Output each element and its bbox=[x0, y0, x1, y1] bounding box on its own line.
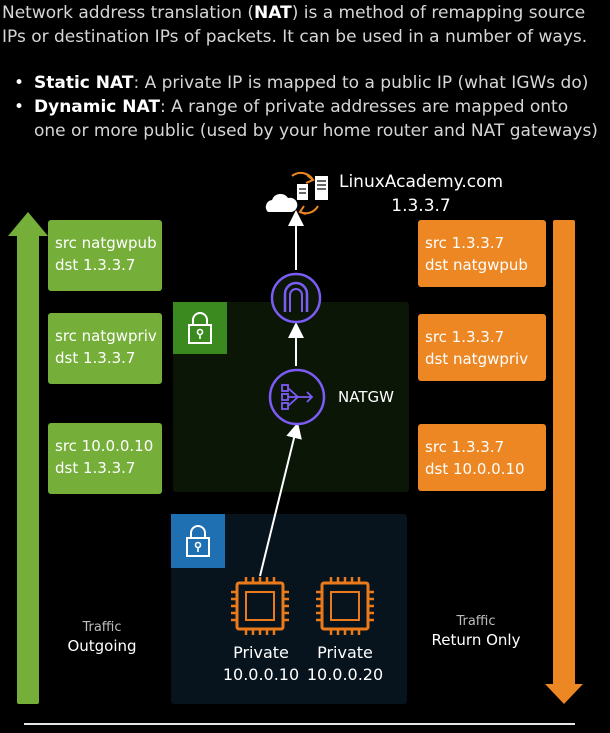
packet-src: src 10.0.0.10 bbox=[55, 437, 154, 455]
bullet-text: : A private IP is mapped to a public IP … bbox=[133, 73, 589, 93]
outgoing-caption-small: Traffic bbox=[82, 620, 122, 635]
outgoing-packet: src natgwpub dst 1.3.3.7 bbox=[48, 220, 162, 291]
site-name: LinuxAcademy.com bbox=[338, 172, 504, 192]
bullet-icon: • bbox=[14, 73, 25, 93]
list-item: • Static NAT: A private IP is mapped to a… bbox=[12, 71, 604, 95]
packet-src: src natgwpriv bbox=[55, 327, 157, 345]
packet-dst: dst natgwpriv bbox=[425, 350, 529, 368]
return-packet: src 1.3.3.7 dst natgwpub bbox=[418, 220, 546, 287]
internet-server-icon bbox=[265, 171, 328, 215]
intro-paragraph: Network address translation (NAT) is a m… bbox=[2, 1, 606, 49]
instance-ip: 10.0.0.10 bbox=[222, 665, 300, 684]
instance-label: Private 10.0.0.20 bbox=[300, 642, 390, 686]
return-packet: src 1.3.3.7 dst 10.0.0.10 bbox=[418, 424, 546, 491]
bullet-text: : A range of private addresses are mappe… bbox=[34, 97, 598, 141]
outgoing-caption-main: Outgoing bbox=[67, 637, 137, 655]
bullet-icon: • bbox=[14, 97, 25, 117]
instance-ip: 10.0.0.20 bbox=[306, 665, 384, 684]
internet-gateway-icon bbox=[270, 272, 322, 324]
return-caption-small: Traffic bbox=[456, 614, 496, 629]
public-subnet-lock-icon bbox=[173, 302, 227, 354]
return-caption: Traffic Return Only bbox=[421, 614, 531, 651]
intro-text-1: Network address translation ( bbox=[2, 3, 255, 23]
packet-src: src 1.3.3.7 bbox=[425, 234, 505, 252]
packet-dst: dst natgwpub bbox=[425, 256, 528, 274]
packet-dst: dst 1.3.3.7 bbox=[55, 349, 136, 367]
nat-types-list: • Static NAT: A private IP is mapped to a… bbox=[12, 71, 604, 143]
packet-dst: dst 1.3.3.7 bbox=[55, 459, 136, 477]
packet-src: src natgwpub bbox=[55, 234, 157, 252]
intro-nat-term: NAT bbox=[254, 3, 292, 23]
list-item: • Dynamic NAT: A range of private address… bbox=[12, 95, 604, 143]
outgoing-caption: Traffic Outgoing bbox=[52, 620, 152, 657]
instance-name: Private bbox=[317, 643, 373, 662]
ec2-instance-icon bbox=[316, 577, 374, 635]
packet-dst: dst 10.0.0.10 bbox=[425, 460, 525, 478]
return-caption-main: Return Only bbox=[431, 631, 521, 649]
site-ip: 1.3.3.7 bbox=[391, 196, 451, 216]
outgoing-arrow bbox=[8, 212, 48, 704]
instance-label: Private 10.0.0.10 bbox=[216, 642, 306, 686]
packet-src: src 1.3.3.7 bbox=[425, 438, 505, 456]
flow-arrow-instance-to-natgw bbox=[259, 422, 302, 577]
return-packet: src 1.3.3.7 dst natgwpriv bbox=[418, 314, 546, 381]
return-arrow bbox=[545, 220, 583, 704]
intro-text-2: ) is a method of remapping source IPs or… bbox=[2, 3, 588, 47]
private-subnet-lock-icon bbox=[171, 514, 225, 568]
bullet-term: Dynamic NAT bbox=[34, 97, 160, 117]
ec2-instance-icon bbox=[231, 577, 289, 635]
outgoing-packet: src natgwpriv dst 1.3.3.7 bbox=[48, 313, 162, 384]
bullet-term: Static NAT bbox=[34, 73, 134, 93]
packet-dst: dst 1.3.3.7 bbox=[55, 256, 136, 274]
site-label: LinuxAcademy.com 1.3.3.7 bbox=[336, 170, 506, 218]
instance-name: Private bbox=[233, 643, 289, 662]
packet-src: src 1.3.3.7 bbox=[425, 328, 505, 346]
outgoing-packet: src 10.0.0.10 dst 1.3.3.7 bbox=[48, 423, 162, 494]
natgw-label: NATGW bbox=[338, 388, 394, 406]
nat-gateway-icon bbox=[268, 368, 326, 426]
